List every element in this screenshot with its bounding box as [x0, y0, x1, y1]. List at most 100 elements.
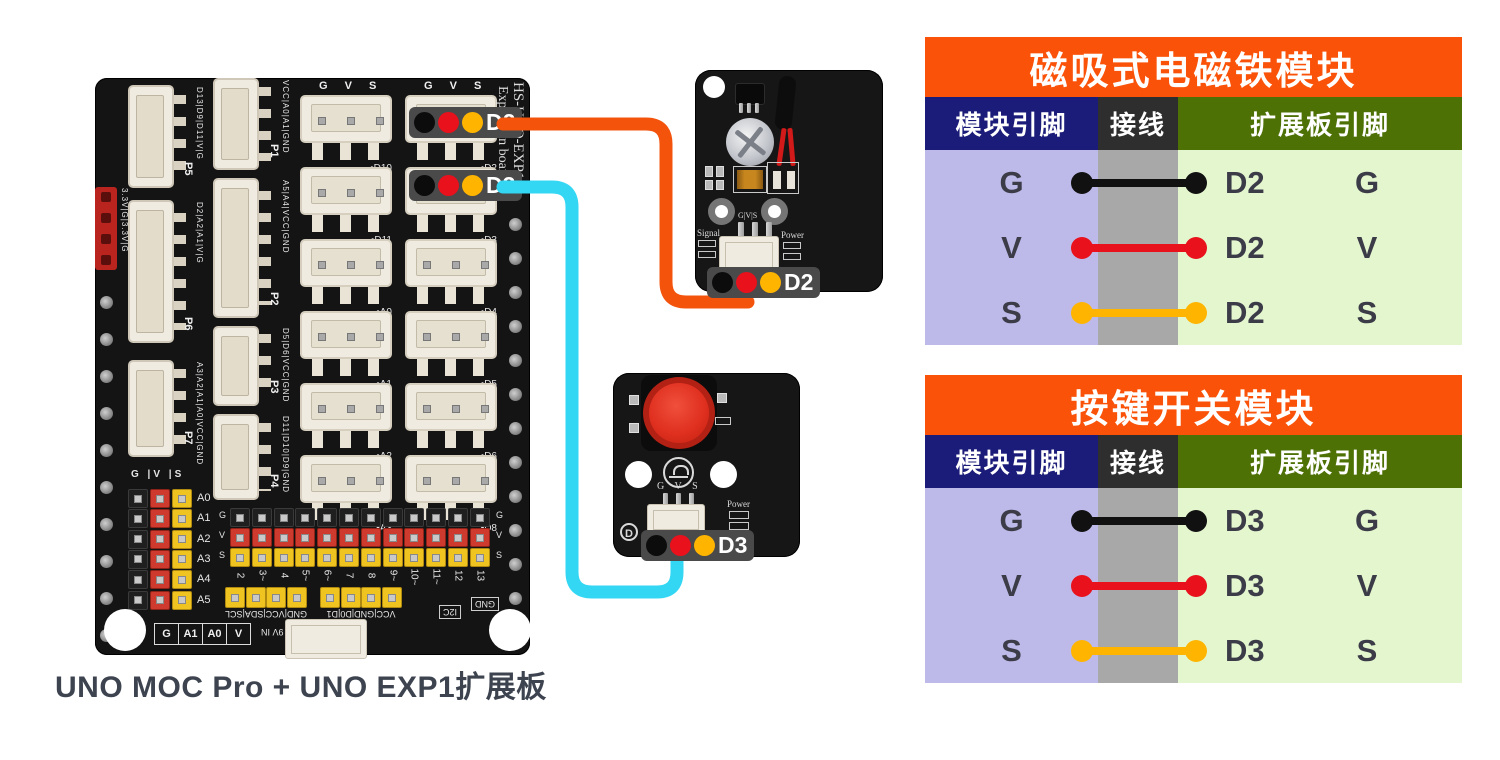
board-pin-column-bg: [1178, 488, 1462, 683]
pin-dot: [509, 490, 522, 503]
digital-pin: [404, 548, 425, 567]
digital-pin: [251, 528, 272, 547]
table-header-row: 模块引脚 接线 扩展板引脚: [925, 97, 1462, 150]
table-title: 磁吸式电磁铁模块: [925, 37, 1462, 97]
digital-pin: [273, 528, 294, 547]
module-pin: S: [1001, 633, 1022, 668]
analog-pin: [150, 529, 170, 549]
analog-pin: [128, 529, 148, 549]
board-pin-name: S: [1356, 295, 1378, 330]
analog-pin: [172, 590, 192, 610]
brand-logo: D: [620, 523, 638, 541]
table-body: G D3 G V D3 V S D3 S: [925, 488, 1462, 683]
pin-dot: [509, 388, 522, 401]
analog-gvs-header: G |V |S: [131, 469, 185, 480]
digital-pin: [382, 528, 403, 547]
port-id-P3: P3: [268, 380, 280, 394]
mounting-ring: [761, 198, 788, 225]
grid-connector-D6: [405, 383, 497, 448]
analog-label-A0: A0: [197, 492, 211, 504]
digital-pin: [295, 528, 316, 547]
analog-pin: [150, 549, 170, 569]
board-pin-name: S: [1356, 633, 1378, 668]
smd-pads: [705, 166, 725, 190]
corner-pin-label: V: [226, 623, 251, 645]
module-pin: G: [999, 503, 1024, 538]
analog-label-A4: A4: [197, 573, 211, 586]
pin-dot: [100, 407, 113, 420]
wire-graphic: [1071, 301, 1207, 324]
connector-pin-dots: [318, 405, 384, 413]
analog-pin: [150, 570, 170, 590]
pin-dot: [509, 558, 522, 571]
electromagnet-module: G|V|S Signal Power D2: [695, 70, 883, 298]
digital-pin: [251, 508, 272, 527]
board-pin-name: V: [1356, 568, 1378, 603]
digital-pin: [360, 508, 381, 527]
mounting-hole: [703, 76, 725, 98]
black-dot-icon: [414, 112, 435, 133]
port-pins-label-P6: D2|A2|A1|V|G: [195, 202, 204, 264]
board-pin-name: G: [1354, 503, 1380, 538]
smd-resistor: [729, 511, 749, 519]
pin-dot: [509, 286, 522, 299]
analog-pin: [172, 529, 192, 549]
yellow-pin: [381, 587, 402, 608]
wire-graphic: [1071, 639, 1207, 662]
pin-dot: [509, 218, 522, 231]
header-wiring: 接线: [1098, 435, 1178, 488]
analog-pin: [150, 489, 170, 508]
digital-pin: [426, 508, 447, 527]
connector-pin-dots: [423, 261, 489, 269]
board-caption: UNO MOC Pro + UNO EXP1扩展板: [55, 671, 547, 704]
transistor-leg: [739, 103, 743, 113]
yellow-pin: [286, 587, 307, 608]
strip-gvs-left: V: [219, 530, 226, 540]
signal-connector: [647, 504, 705, 535]
mounting-hole: [489, 609, 531, 651]
connector-pin-dots: [318, 477, 384, 485]
analog-pin: [172, 570, 192, 590]
black-dot-icon: [712, 272, 733, 293]
transistor-leg: [747, 103, 751, 113]
pin-dot: [509, 354, 522, 367]
digital-pin: [382, 508, 403, 527]
wire-graphic: [1071, 574, 1207, 597]
gvs-column-header-left: G V S: [319, 80, 384, 92]
grid-connector-D4: [405, 239, 497, 304]
digital-pin: [295, 548, 316, 567]
digital-pin: [251, 548, 272, 567]
digital-pin: [273, 548, 294, 567]
wire-graphic: [1071, 236, 1207, 259]
pin-dot: [100, 370, 113, 383]
module-d2-badge: D2: [707, 267, 821, 298]
analog-label-A3: A3: [197, 552, 211, 565]
black-dot-icon: [646, 535, 667, 556]
smd-resistor: [698, 251, 716, 258]
table-header-row: 模块引脚 接线 扩展板引脚: [925, 435, 1462, 488]
connector-pin-dots: [423, 477, 489, 485]
grid-connector-D8: [405, 455, 497, 520]
grid-connector-D5: [405, 311, 497, 376]
wiring-table-button: 按键开关模块 模块引脚 接线 扩展板引脚 G D3 G V D3 V S: [925, 375, 1462, 683]
digital-pin: [382, 548, 403, 567]
strip-gvs-right: S: [496, 550, 503, 560]
digital-pin: [230, 508, 250, 527]
analog-pin: [172, 509, 192, 529]
connector-pin: [766, 222, 772, 238]
port-connector-P5: [128, 85, 186, 188]
digital-pin: [426, 548, 447, 567]
module-pin-label: G V S: [657, 481, 702, 492]
pin-dot: [100, 333, 113, 346]
connector-pin: [689, 493, 694, 506]
analog-pin: [128, 590, 148, 610]
grid-connector-A3: [300, 455, 392, 520]
orange-wire-d2: [496, 117, 755, 309]
module-d3-badge: D3: [641, 530, 755, 561]
smd-resistor: [783, 253, 801, 260]
module-d3-badge-label: D3: [718, 532, 748, 558]
pin-dot: [509, 422, 522, 435]
digital-pin: [469, 528, 490, 547]
pin-dot: [100, 518, 113, 531]
